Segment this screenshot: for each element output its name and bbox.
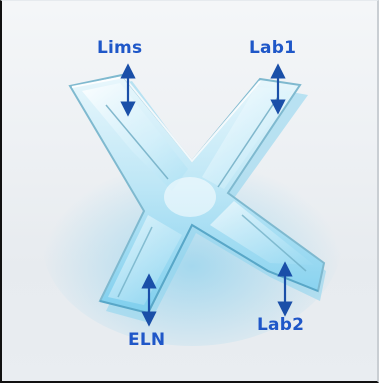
lims-label: Lims [97,38,142,58]
eln-label: ELN [128,330,165,350]
lab2-label: Lab2 [257,315,304,335]
lab1-label: Lab1 [249,38,296,58]
